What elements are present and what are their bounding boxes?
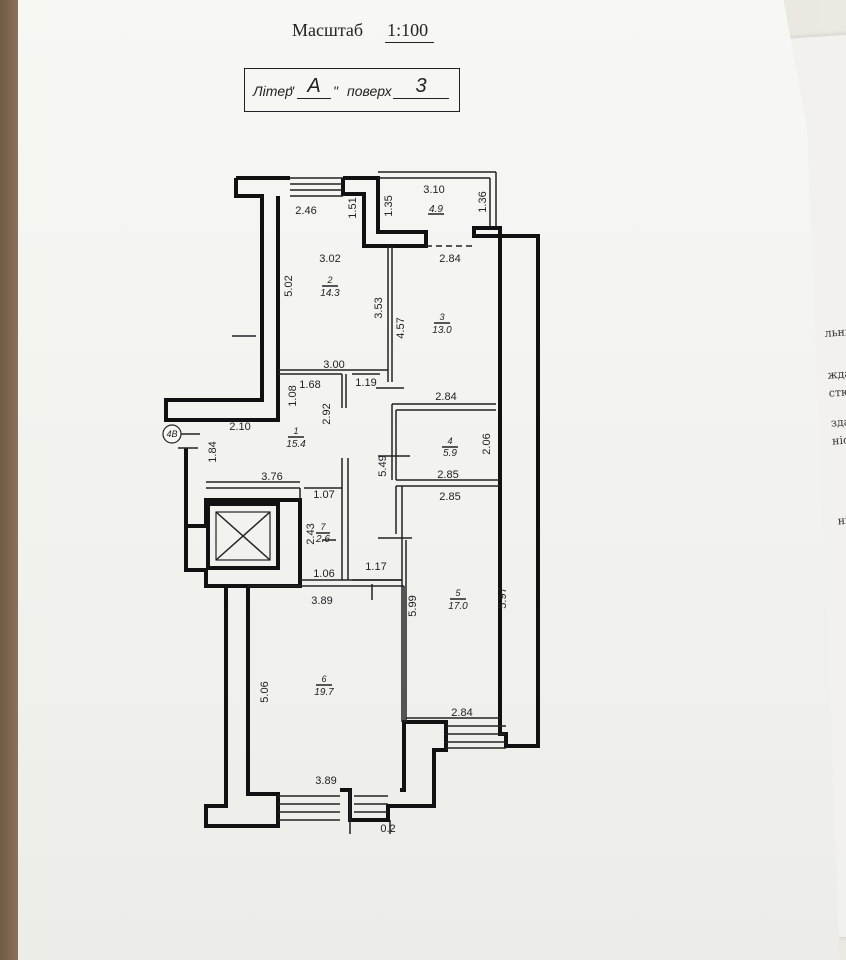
dimension-label: 0.2 (380, 823, 395, 835)
room-number: 6 (321, 674, 326, 684)
liter-quote-close: " (333, 83, 338, 99)
axis-marker-label: 4В (166, 429, 177, 439)
dimension-label: 3.89 (315, 775, 336, 787)
liter-value: А (297, 75, 331, 99)
dimension-label: 1.84 (207, 441, 219, 462)
room-number: 5 (455, 588, 461, 598)
room-area: 15.4 (286, 439, 306, 450)
room-area: 19.7 (314, 687, 334, 698)
dimension-label: 3.10 (423, 184, 444, 196)
dimension-label: 3.02 (319, 253, 340, 265)
floor-value: 3 (393, 75, 449, 99)
dimension-label: 2.84 (435, 391, 456, 403)
balcony-area: 4.9 (429, 204, 443, 215)
dimension-label: 1.17 (365, 561, 386, 573)
dimension-label: 1.68 (299, 379, 320, 391)
dimension-label: 1.51 (347, 197, 359, 218)
scale-value: 1:100 (385, 20, 435, 43)
dimension-label: 5.06 (259, 681, 271, 702)
scale-heading: Масштаб 1:100 (292, 20, 435, 43)
dimension-label: 1.07 (313, 489, 334, 501)
dimension-label: 1.36 (477, 191, 489, 212)
dimension-label: 3.89 (311, 595, 332, 607)
door-marks (178, 335, 412, 600)
dimension-label: 2.43 (305, 523, 317, 544)
dimension-label: 4.57 (395, 317, 407, 338)
liter-label: Літер (253, 83, 293, 99)
dimension-label: 2.84 (439, 253, 460, 265)
dimension-label: 5.02 (283, 275, 295, 296)
room-7-label: 7 2.6 (315, 522, 330, 545)
dimension-label: 2.46 (295, 205, 316, 217)
scale-label: Масштаб (292, 20, 364, 40)
dimension-label: 2.92 (321, 403, 333, 424)
window-top-left (290, 177, 343, 197)
room-2-label: 2 14.3 (320, 275, 340, 299)
room-number: 4 (447, 436, 452, 446)
room-number: 2 (326, 275, 332, 285)
room-number: 7 (320, 522, 326, 532)
liter-floor-box: Літер " А " поверх 3 (244, 68, 460, 112)
balcony-label: 4.9 (428, 204, 444, 215)
axis-marker: 4В (162, 424, 200, 444)
window-right-bottom (446, 725, 506, 749)
dimension-label: 3.53 (373, 297, 385, 318)
room-4-label: 4 5.9 (442, 436, 458, 459)
room-1-label: 1 15.4 (286, 426, 306, 450)
window-bottom (278, 790, 391, 834)
room-3-label: 3 13.0 (432, 312, 452, 336)
dimension-label: 2.85 (439, 491, 460, 503)
dimension-label: 1.35 (383, 195, 395, 216)
dimension-label: 3.76 (261, 471, 282, 483)
dimension-label: 1.19 (355, 377, 376, 389)
dimension-label: 2.10 (229, 421, 250, 433)
dimension-label: 2.85 (437, 469, 458, 481)
dimension-label: 2.84 (451, 707, 472, 719)
room-6-label: 6 19.7 (314, 674, 334, 698)
room-area: 14.3 (320, 288, 340, 299)
room-number: 3 (439, 312, 444, 322)
balcony-outline (378, 171, 497, 247)
room-5-label: 5 17.0 (448, 588, 468, 612)
floor-label: поверх (347, 83, 392, 99)
dimension-label: 5.99 (407, 595, 419, 616)
dimension-label: 1.06 (313, 568, 334, 580)
dimension-label: 5.97 (497, 587, 509, 608)
room-area: 13.0 (432, 325, 452, 336)
liter-quote-open: " (289, 83, 294, 99)
room-area: 17.0 (448, 601, 468, 612)
ventilation-shaft (206, 502, 280, 570)
dimension-label: 2.06 (481, 433, 493, 454)
dimension-label: 1.08 (287, 385, 299, 406)
dimension-label: 5.49 (377, 455, 389, 476)
dimension-label: 3.00 (323, 359, 344, 371)
room-area: 5.9 (443, 448, 457, 459)
room-number: 1 (293, 426, 298, 436)
interior-partitions (206, 246, 500, 722)
